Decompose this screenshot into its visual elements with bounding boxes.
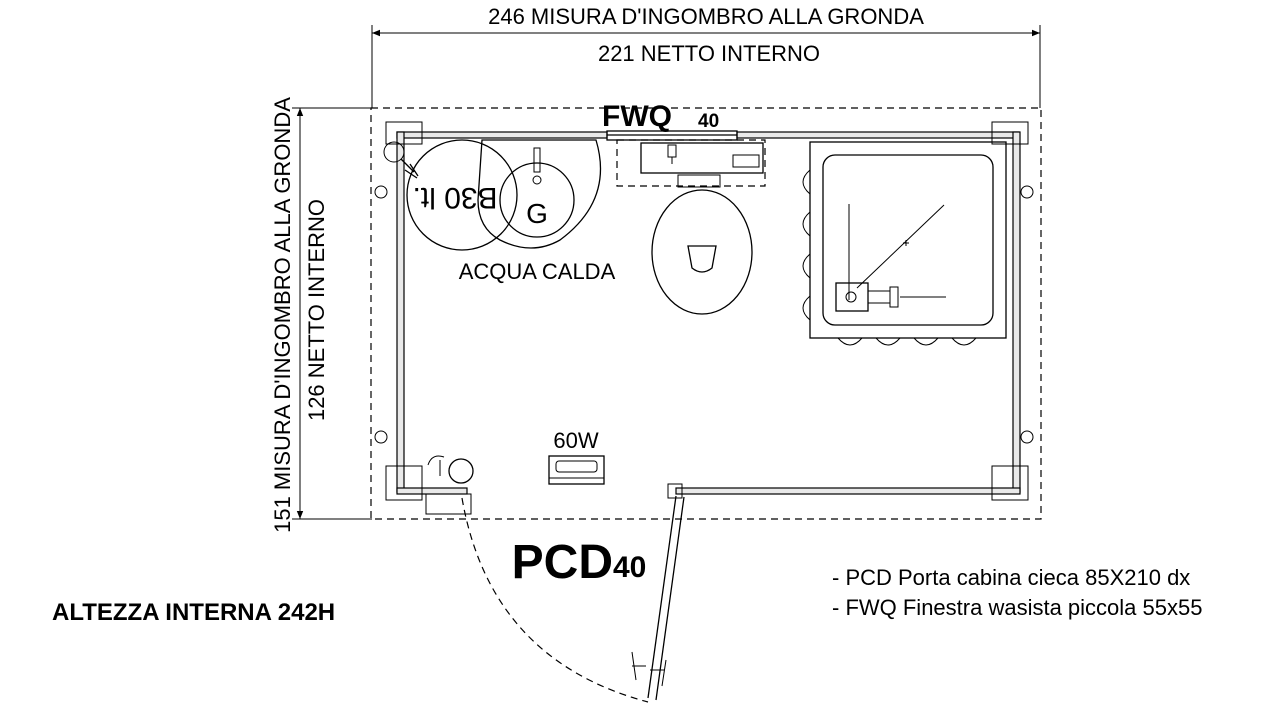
lamp — [548, 455, 605, 485]
legend-item-door: - PCD Porta cabina cieca 85X210 dx — [832, 565, 1190, 590]
legend: - PCD Porta cabina cieca 85X210 dx - FWQ… — [832, 565, 1202, 620]
door-code: PCD — [512, 536, 613, 589]
gutter-outline — [370, 107, 1042, 520]
lamp-label: 60W — [553, 428, 598, 453]
window-code: FWQ — [602, 100, 672, 133]
width-net-label: 221 NETTO INTERNO — [598, 41, 820, 66]
sink-mark: G — [526, 198, 548, 229]
width-overall-label: 246 MISURA D'INGOMBRO ALLA GRONDA — [488, 4, 924, 29]
door-size: 40 — [613, 551, 646, 584]
top-dimension: 246 MISURA D'INGOMBRO ALLA GRONDA 221 NE… — [371, 4, 1041, 108]
height-label: ALTEZZA INTERNA 242H — [52, 599, 335, 626]
walls — [374, 121, 1034, 501]
window-fwq — [606, 130, 766, 187]
shower — [802, 141, 1007, 346]
left-dimension: 151 MISURA D'INGOMBRO ALLA GRONDA 126 NE… — [270, 97, 372, 533]
boiler — [383, 139, 518, 251]
washbasin — [477, 139, 602, 249]
legend-item-window: - FWQ Finestra wasista piccola 55x55 — [832, 595, 1202, 620]
depth-net-label: 126 NETTO INTERNO — [304, 199, 329, 421]
toilet — [651, 174, 753, 315]
depth-overall-label: 151 MISURA D'INGOMBRO ALLA GRONDA — [270, 97, 295, 533]
door-pcd — [425, 455, 685, 703]
window-size: 40 — [698, 111, 719, 132]
boiler-label: B30 lt. — [412, 181, 497, 214]
hot-water-label: ACQUA CALDA — [459, 259, 616, 284]
